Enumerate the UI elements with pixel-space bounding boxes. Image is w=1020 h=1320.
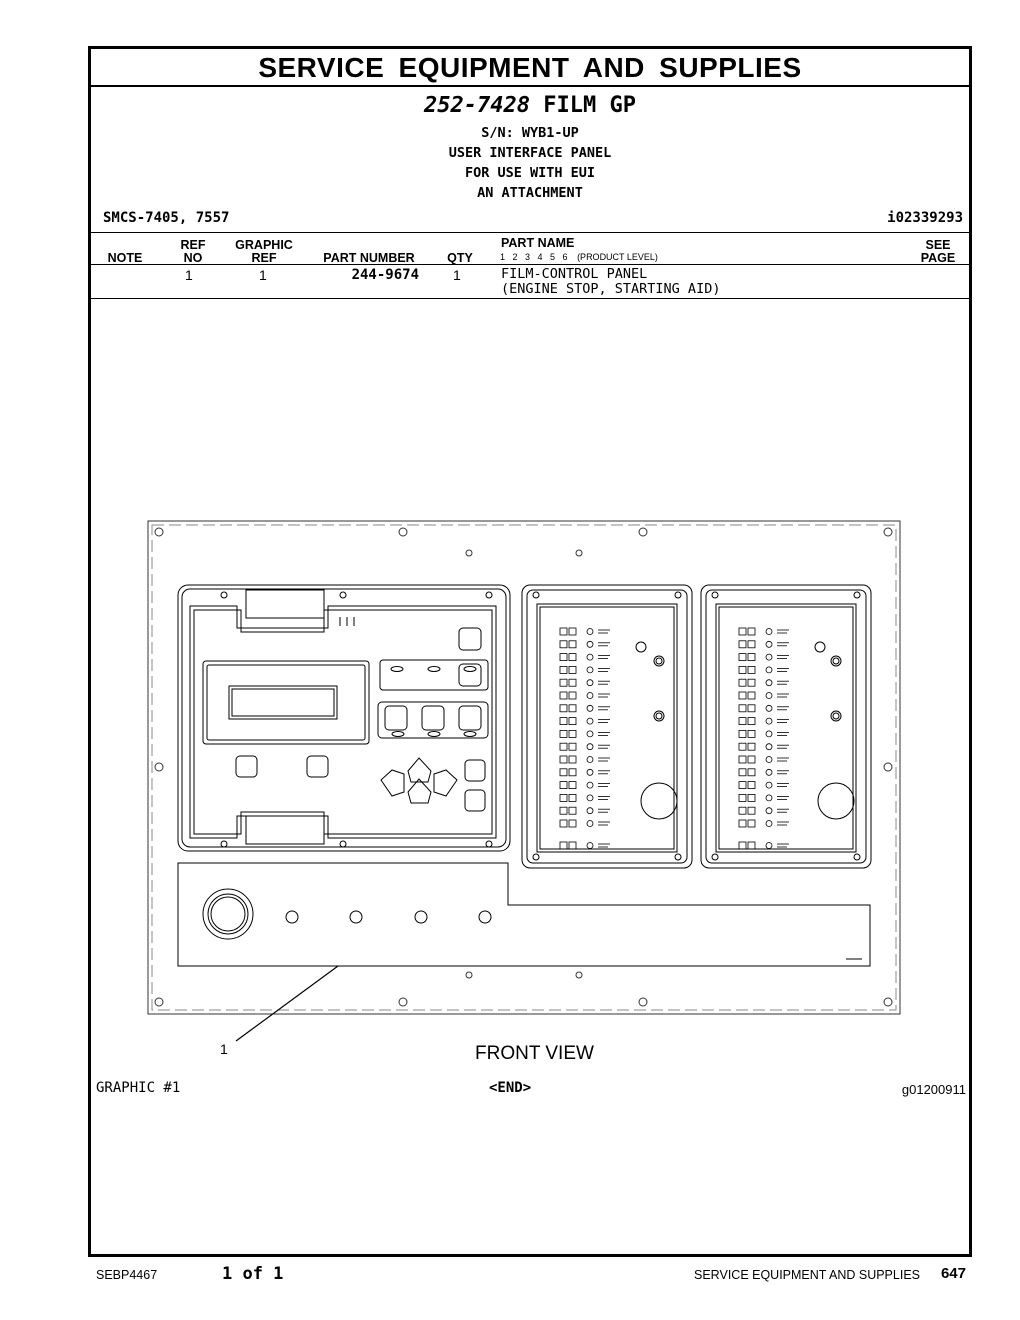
- col-ref-no-line2: NO: [183, 251, 203, 265]
- col-see-page-line1: SEE: [925, 238, 951, 252]
- page-of: 1 of 1: [222, 1264, 284, 1284]
- row-part-name: FILM-CONTROL PANEL (ENGINE STOP, STARTIN…: [501, 267, 720, 297]
- view-label: FRONT VIEW: [475, 1043, 594, 1064]
- callout-leader: [235, 965, 339, 1042]
- col-qty: QTY: [447, 251, 473, 265]
- group-number: 252-7428: [424, 93, 530, 118]
- col-see-page: SEE PAGE: [913, 239, 963, 265]
- col-part-name: PART NAME: [501, 236, 575, 250]
- col-graphic-ref-line1: GRAPHIC: [235, 238, 293, 252]
- doc-id: SEBP4467: [96, 1268, 158, 1282]
- row-part-name-line2: (ENGINE STOP, STARTING AID): [501, 281, 721, 297]
- col-note: NOTE: [107, 251, 143, 265]
- description-line-1: USER INTERFACE PANEL: [448, 145, 612, 161]
- annunciator-panel-right: [700, 584, 872, 869]
- table-top-rule: [91, 232, 969, 233]
- footer-section: SERVICE EQUIPMENT AND SUPPLIES: [694, 1268, 920, 1282]
- group-heading: 252-7428 FILM GP: [91, 93, 969, 118]
- row-rule: [91, 298, 969, 299]
- row-part-number: 244-9674: [351, 267, 419, 283]
- col-graphic-ref: GRAPHIC REF: [231, 239, 297, 265]
- product-level-numbers: 1 2 3 4 5 6: [500, 252, 568, 262]
- mounting-holes: [154, 527, 893, 1007]
- row-graphic-ref: 1: [259, 267, 267, 283]
- product-level-label: (PRODUCT LEVEL): [577, 252, 658, 262]
- switch-strip: [177, 862, 871, 967]
- smcs-codes: SMCS-7405, 7557: [103, 210, 230, 226]
- graphic-id: g01200911: [901, 1082, 966, 1097]
- annunciator-panel-left: [521, 584, 693, 869]
- row-ref-no: 1: [185, 267, 193, 283]
- col-see-page-line2: PAGE: [920, 251, 956, 265]
- end-tag: <END>: [489, 1080, 532, 1096]
- row-qty: 1: [453, 267, 461, 283]
- page-number: 647: [940, 1265, 966, 1282]
- mounting-plate: [147, 520, 901, 1015]
- callout-number: 1: [220, 1041, 228, 1057]
- col-ref-no: REF NO: [173, 239, 213, 265]
- page-frame: SERVICE EQUIPMENT AND SUPPLIES 252-7428 …: [88, 46, 972, 1257]
- display-module: [177, 584, 511, 852]
- group-name: FILM GP: [543, 93, 636, 118]
- page-title: SERVICE EQUIPMENT AND SUPPLIES: [91, 49, 969, 87]
- graphic-label: GRAPHIC #1: [96, 1080, 181, 1096]
- description-line-3: AN ATTACHMENT: [477, 185, 583, 201]
- col-ref-no-line1: REF: [180, 238, 206, 252]
- col-graphic-ref-line2: REF: [251, 251, 277, 265]
- header-rule: [91, 264, 969, 265]
- serial-number: S/N: WYB1-UP: [481, 125, 579, 141]
- product-level-header: 1 2 3 4 5 6 (PRODUCT LEVEL): [500, 252, 658, 262]
- col-part-number: PART NUMBER: [323, 251, 415, 265]
- row-part-name-line1: FILM-CONTROL PANEL: [501, 266, 648, 282]
- description-line-2: FOR USE WITH EUI: [464, 165, 596, 181]
- lamp-rows: [559, 627, 789, 850]
- info-id: i02339293: [887, 210, 963, 226]
